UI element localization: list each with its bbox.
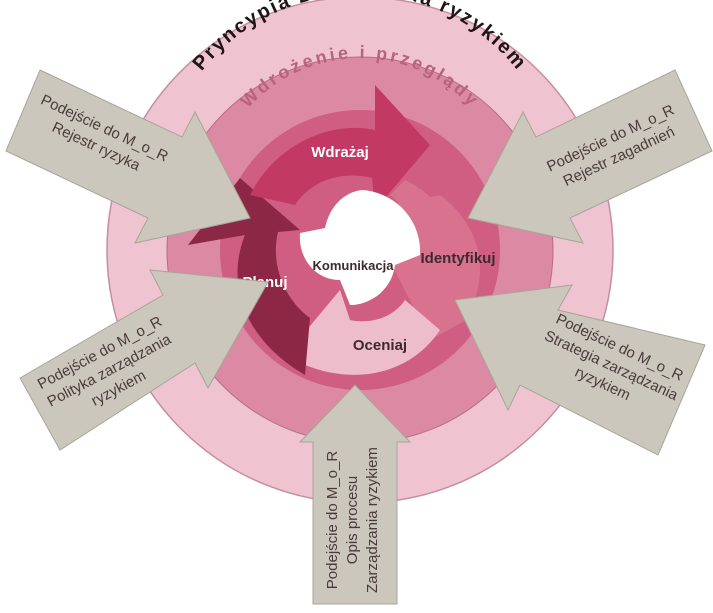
input-bottom-line3: Zarządzania ryzykiem <box>364 447 381 593</box>
oceniaj-label: Oceniaj <box>353 337 407 354</box>
wdrazaj-label: Wdrażaj <box>311 144 369 161</box>
input-bottom-line1: Podejście do M_o_R <box>324 451 341 590</box>
input-arrow-bottom-right: Podejście do M_o_R Strategia zarządzania… <box>454 284 706 456</box>
input-arrow-top-left: Podejście do M_o_R Rejestr ryzyka <box>5 69 251 244</box>
center-hole <box>299 190 421 305</box>
komunikacja-label: Komunikacja <box>313 258 395 273</box>
oceniaj-segment <box>290 290 440 375</box>
identyfikuj-label: Identyfikuj <box>420 250 495 267</box>
wdrazaj-segment <box>250 85 430 210</box>
input-bottom-line2: Opis procesu <box>344 476 361 564</box>
planuj-segment <box>188 178 310 375</box>
input-arrow-bottom: Podejście do M_o_R Opis procesu Zarządza… <box>298 384 412 605</box>
